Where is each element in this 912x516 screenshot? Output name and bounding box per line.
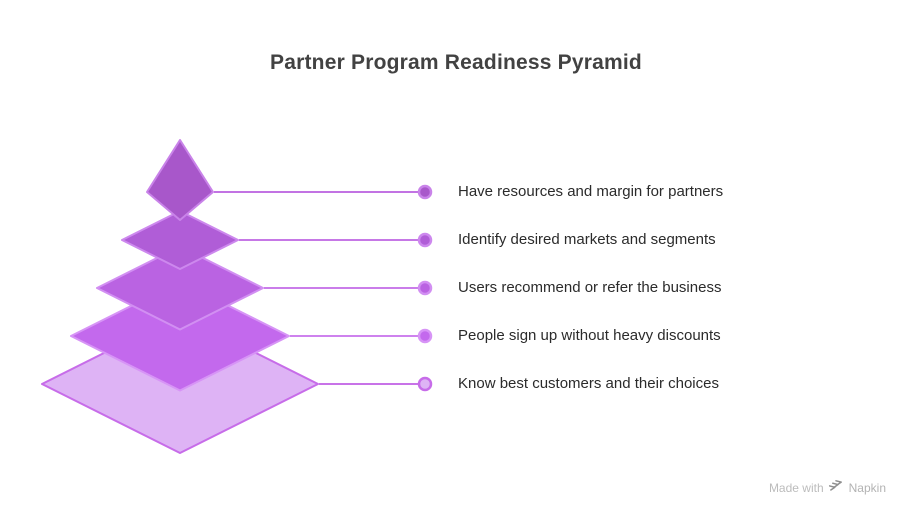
- level-label-4: People sign up without heavy discounts: [458, 327, 721, 344]
- connector-dot-5: [417, 376, 433, 392]
- pyramid-level-3-shape: [96, 245, 264, 331]
- made-with-text: Made with: [768, 481, 824, 495]
- pyramid-level-4-shape: [70, 280, 290, 392]
- connector-dot-4: [417, 328, 433, 344]
- napkin-brand-text: Napkin: [848, 481, 886, 495]
- level-label-3: Users recommend or refer the business: [458, 279, 722, 296]
- connector-dot-2: [417, 232, 433, 248]
- napkin-logo-icon: [828, 479, 845, 497]
- made-with-napkin-attribution: Made with Napkin: [769, 480, 886, 496]
- level-label-5: Know best customers and their choices: [458, 375, 719, 392]
- connector-dot-3: [417, 280, 433, 296]
- level-label-2: Identify desired markets and segments: [458, 231, 716, 248]
- page-title: Partner Program Readiness Pyramid: [270, 51, 642, 74]
- pyramid-level-1-shape: [146, 139, 214, 221]
- connector-dot-1: [417, 184, 433, 200]
- pyramid-level-2-shape: [121, 210, 239, 270]
- level-label-1: Have resources and margin for partners: [458, 183, 724, 200]
